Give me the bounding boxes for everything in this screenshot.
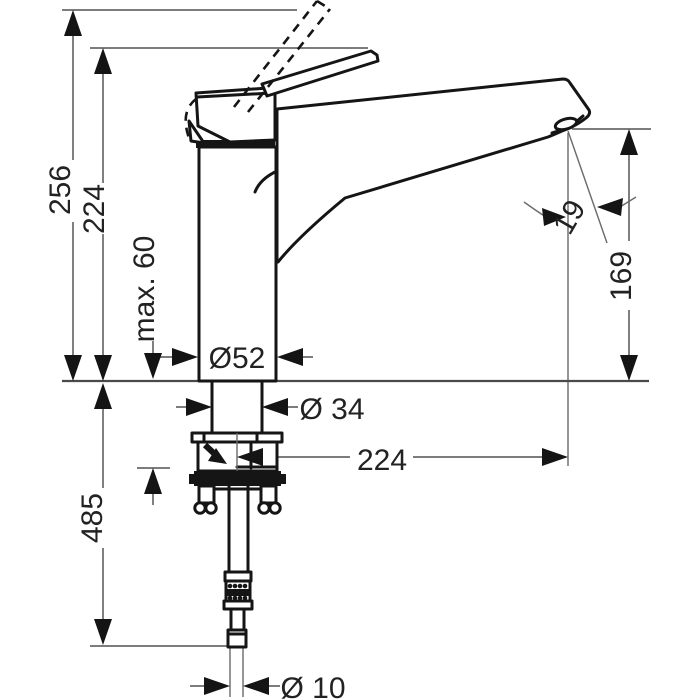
mounting-assembly [189,379,286,649]
label-shank-diameter: Ø 34 [299,393,364,426]
label-handle-height: 224 [78,184,111,234]
handle-cap-skirt [187,119,206,145]
handle-lever [260,49,380,98]
mounting-shank [210,379,264,435]
hose-end [193,501,207,515]
faucet [184,0,592,383]
spray-angle-line [567,130,608,244]
knurl-texture [227,583,249,601]
spout-body-seam [253,169,279,194]
hose-end [257,501,271,515]
hose-end [204,501,218,515]
label-max-mounting-thickness: max. 60 [128,236,161,343]
dim-line-485 [90,407,228,647]
dim-line-169 [572,128,651,357]
hose-port-right [259,484,278,505]
aerator-outlet [553,116,579,132]
supply-tube [227,484,250,575]
dimension-lines [62,9,651,697]
leader-19-right [619,196,637,208]
label-base-diameter: Ø52 [209,342,266,375]
dim-line-max60 [137,341,170,505]
label-spout-projection: 224 [357,444,407,477]
mounting-nut [194,471,281,486]
handle-cap-line [195,91,274,99]
dimension-labels: 256 224 max. 60 485 169 Ø52 Ø 34 224 Ø 1… [44,165,638,700]
label-spout-outlet-height: 169 [605,251,638,301]
label-spray-angle: 19 [547,195,592,240]
label-total-height: 256 [44,165,77,215]
label-connection-diameter: Ø 10 [280,672,345,700]
hose-port-left [197,484,216,505]
ext-line-d10 [229,648,244,697]
dimension-arrows [64,10,638,695]
label-hose-length: 485 [76,493,109,543]
connection-pipe [229,607,246,632]
nut-lug-left [189,474,195,484]
bracket-arrow-icon [208,448,227,464]
faucet-spout [275,77,592,264]
hose-end [268,501,282,515]
nut-lug-right [280,474,286,484]
handle-joint-ring [196,140,275,148]
coupling-band-bottom [222,599,254,611]
handle-lever-raised-dashed [184,0,332,142]
